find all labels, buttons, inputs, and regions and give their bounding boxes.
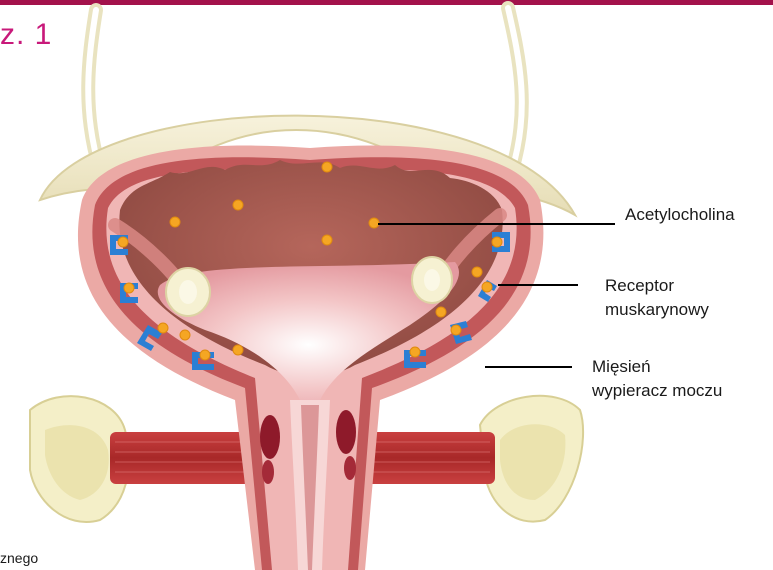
ureter-right (508, 8, 522, 170)
acetylcholine-dot (472, 267, 482, 277)
ureter-opening-right (412, 257, 452, 303)
label-muscle-line2: wypieracz moczu (592, 380, 722, 401)
label-muscle-line1: Mięsień (592, 356, 651, 377)
acetylcholine-dot (322, 235, 332, 245)
acetylcholine-dot (322, 162, 332, 172)
label-receptor-line1: Receptor (605, 275, 674, 296)
ureter-opening-left (166, 268, 210, 316)
acetylcholine-dot (200, 350, 210, 360)
acetylcholine-dot (233, 345, 243, 355)
sphincter-right (336, 410, 356, 454)
acetylcholine-dot (369, 218, 379, 228)
acetylcholine-dot (180, 330, 190, 340)
label-acetylcholine: Acetylocholina (625, 204, 735, 225)
sphincter-left (260, 415, 280, 459)
acetylcholine-dot (124, 283, 134, 293)
acetylcholine-dot (170, 217, 180, 227)
acetylcholine-dot (451, 325, 461, 335)
ureter-left (88, 10, 100, 170)
acetylcholine-dot (118, 237, 128, 247)
acetylcholine-dot (158, 323, 168, 333)
acetylcholine-dot (233, 200, 243, 210)
acetylcholine-dot (410, 347, 420, 357)
truncated-caption: znego (0, 550, 38, 566)
acetylcholine-dot (492, 237, 502, 247)
acetylcholine-dot (436, 307, 446, 317)
label-receptor-line2: muskarynowy (605, 299, 709, 320)
pelvic-bone-right (480, 396, 583, 522)
acetylcholine-dot (482, 282, 492, 292)
